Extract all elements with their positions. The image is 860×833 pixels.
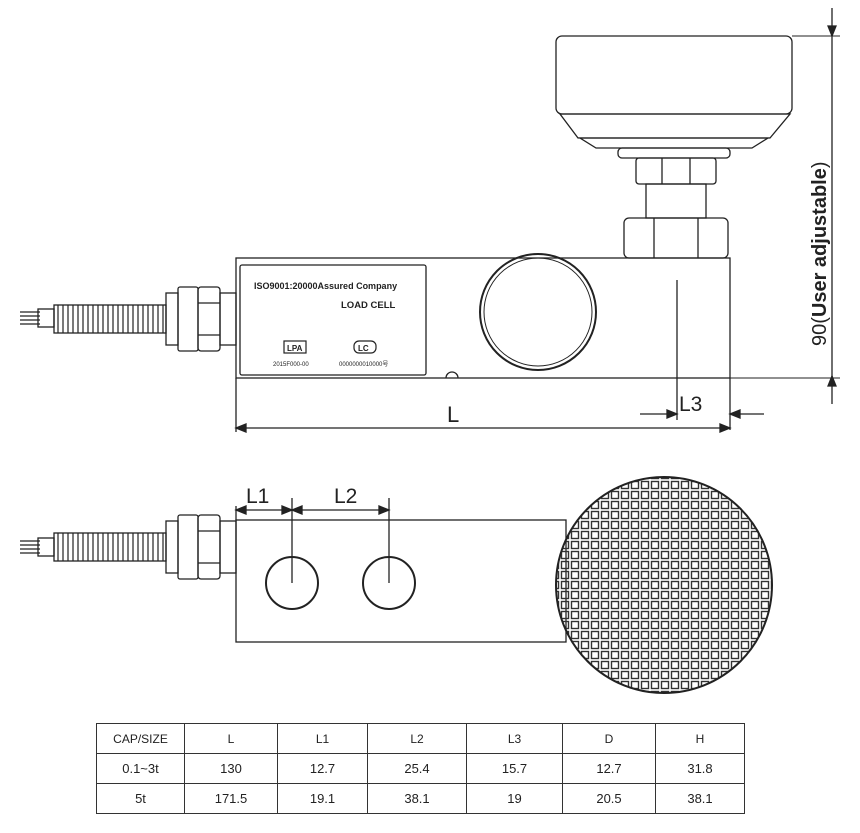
table-cell: 0.1~3t xyxy=(96,753,185,784)
l3-dimension xyxy=(640,409,764,419)
table-cell: 130 xyxy=(184,753,278,784)
l1-l2-dimension xyxy=(234,505,391,515)
table-cell: 171.5 xyxy=(184,783,278,814)
cable-gland-thread xyxy=(53,304,167,334)
table-header-row: CAP/SIZE L L1 L2 L3 D H xyxy=(96,723,745,754)
length-dimension xyxy=(234,423,732,433)
dimension-l-label: L xyxy=(447,402,459,427)
label-line2: LOAD CELL xyxy=(341,300,396,311)
load-button-assembly xyxy=(555,35,793,259)
table-cell: 25.4 xyxy=(367,753,467,784)
load-cell-body xyxy=(235,257,731,379)
cert-logo-left: LPA xyxy=(287,344,303,353)
spec-table: CAP/SIZE L L1 L2 L3 D H 0.1~3t 130 12.7 … xyxy=(96,723,745,814)
cert-number-right: 0000000010000号 xyxy=(339,361,388,368)
dimension-l1-label: L1 xyxy=(246,485,269,508)
cable-gland-thread-plan xyxy=(53,532,167,562)
height-dimension-label: 90(User adjustable) xyxy=(809,161,831,346)
table-row: 0.1~3t 130 12.7 25.4 15.7 12.7 31.8 xyxy=(96,753,745,784)
label-line1: ISO9001:20000Assured Company xyxy=(254,281,397,291)
cable-tip-plan xyxy=(20,537,55,557)
cert-number-left: 2015F000-00 xyxy=(273,362,309,368)
table-cell: 15.7 xyxy=(466,753,563,784)
col-header-l1: L1 xyxy=(277,723,368,754)
table-cell: 5t xyxy=(96,783,185,814)
top-mounting-hole xyxy=(479,253,597,371)
load-cell-body-plan xyxy=(235,519,567,643)
table-cell: 20.5 xyxy=(562,783,656,814)
dimension-l3-label: L3 xyxy=(679,393,702,416)
cable-tip xyxy=(20,308,55,328)
table-cell: 12.7 xyxy=(562,753,656,784)
col-header-l3: L3 xyxy=(466,723,563,754)
table-cell: 38.1 xyxy=(367,783,467,814)
table-cell: 19.1 xyxy=(277,783,368,814)
side-view xyxy=(20,253,731,432)
col-header-h: H xyxy=(655,723,745,754)
load-cell-drawing: ISO9001:20000Assured Company LOAD CELL L… xyxy=(20,8,840,694)
cert-logo-right: LC xyxy=(358,344,369,353)
table-cell: 31.8 xyxy=(655,753,745,784)
col-header-l: L xyxy=(184,723,278,754)
table-cell: 12.7 xyxy=(277,753,368,784)
cable-gland-nut-plan xyxy=(165,514,237,580)
col-header-cap-size: CAP/SIZE xyxy=(96,723,185,754)
table-cell: 38.1 xyxy=(655,783,745,814)
cable-gland-nut xyxy=(165,286,237,352)
plan-view xyxy=(20,498,567,643)
table-cell: 19 xyxy=(466,783,563,814)
table-row: 5t 171.5 19.1 38.1 19 20.5 38.1 xyxy=(96,783,745,814)
label-text: ISO9001:20000Assured Company LOAD CELL L… xyxy=(254,281,397,368)
label-plate xyxy=(239,264,427,376)
textured-load-pad xyxy=(555,476,773,694)
height-dimension xyxy=(730,8,840,404)
col-header-d: D xyxy=(562,723,656,754)
dimension-l2-label: L2 xyxy=(334,485,357,508)
col-header-l2: L2 xyxy=(367,723,467,754)
